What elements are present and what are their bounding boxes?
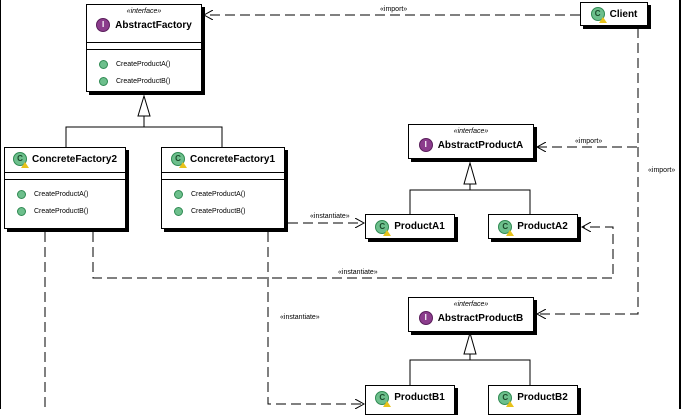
dep-cf1-b1: [267, 232, 364, 404]
class-icon: C: [170, 152, 187, 168]
class-name: ConcreteFactory2: [31, 153, 118, 165]
class-name: ConcreteFactory1: [189, 153, 276, 165]
canvas-right-border: [679, 0, 681, 409]
concrete-factory2-class[interactable]: C ConcreteFactory2 CreateProductA() Crea…: [4, 147, 126, 229]
operation-row[interactable]: CreateProductA(): [174, 186, 284, 203]
warning-icon: [383, 400, 392, 407]
inherit-a1: [409, 184, 471, 214]
interface-icon: I: [418, 138, 433, 152]
class-icon: C: [498, 390, 515, 407]
instantiate-label: «instantiate»: [280, 314, 320, 321]
operation-row[interactable]: CreateProductB(): [17, 203, 125, 220]
operation-row[interactable]: CreateProductB(): [99, 73, 201, 90]
class-name: ProductB2: [517, 392, 568, 403]
interface-icon: I: [418, 311, 433, 325]
inherit-a-triangle: [463, 161, 477, 185]
product-a2-class[interactable]: C ProductA2: [488, 214, 578, 239]
product-b2-class[interactable]: C ProductB2: [488, 385, 578, 415]
operation-row[interactable]: CreateProductA(): [17, 186, 125, 203]
public-method-icon: [174, 207, 183, 216]
abstract-product-a-class[interactable]: «interface» I AbstractProductA: [408, 124, 534, 159]
class-icon: C: [590, 7, 607, 23]
class-name: ProductA1: [394, 221, 445, 232]
warning-icon: [178, 162, 187, 168]
inherit-b1: [409, 354, 471, 385]
warning-icon: [383, 229, 392, 236]
warning-icon: [598, 17, 607, 23]
class-name: ProductB1: [394, 392, 445, 403]
import-label: «import»: [380, 6, 408, 13]
dep-cf2-a2: [92, 227, 614, 279]
public-method-icon: [17, 190, 26, 199]
operations-list: CreateProductA() CreateProductB(): [87, 50, 201, 90]
instantiate-label: «instantiate»: [310, 213, 350, 220]
warning-icon: [20, 162, 29, 168]
dep-client-productb: [537, 147, 639, 314]
interface-icon: I: [96, 18, 111, 32]
class-name: AbstractProductA: [437, 139, 524, 151]
interface-stereotype: «interface»: [126, 8, 162, 15]
operation-row[interactable]: CreateProductA(): [99, 56, 201, 73]
warning-icon: [506, 400, 515, 407]
public-method-icon: [17, 207, 26, 216]
dep-client-producta: [537, 28, 639, 147]
concrete-factory1-class[interactable]: C ConcreteFactory1 CreateProductA() Crea…: [161, 147, 285, 229]
instantiate-label: «instantiate»: [338, 269, 378, 276]
class-icon: C: [498, 219, 515, 236]
class-icon: C: [12, 152, 29, 168]
operations-list: CreateProductA() CreateProductB(): [5, 180, 125, 220]
inherit-b-triangle: [463, 331, 477, 355]
product-a1-class[interactable]: C ProductA1: [365, 214, 455, 239]
class-icon: C: [375, 219, 392, 236]
import-label: «import»: [648, 167, 676, 174]
abstract-factory-class[interactable]: «interface» I AbstractFactory CreateProd…: [86, 4, 202, 92]
class-icon: C: [375, 390, 392, 407]
public-method-icon: [99, 60, 108, 69]
interface-stereotype: «interface»: [453, 301, 489, 308]
inherit-factory-cf2: [65, 116, 145, 147]
interface-stereotype: «interface»: [453, 128, 489, 135]
warning-icon: [506, 229, 515, 236]
inherit-a2: [470, 189, 531, 214]
abstract-product-b-class[interactable]: «interface» I AbstractProductB: [408, 297, 534, 332]
canvas-left-border: [0, 0, 1, 409]
public-method-icon: [174, 190, 183, 199]
inherit-factory-cf1: [144, 126, 223, 147]
product-b1-class[interactable]: C ProductB1: [365, 385, 455, 415]
import-label: «import»: [575, 138, 603, 145]
class-name: ProductA2: [517, 221, 568, 232]
operation-row[interactable]: CreateProductB(): [174, 203, 284, 220]
public-method-icon: [99, 77, 108, 86]
class-name: Client: [609, 8, 638, 20]
class-name: AbstractFactory: [115, 19, 192, 31]
class-name: AbstractProductB: [437, 312, 524, 324]
inherit-b2: [470, 359, 531, 385]
operations-list: CreateProductA() CreateProductB(): [162, 180, 284, 220]
client-class[interactable]: C Client: [580, 2, 648, 26]
inherit-factory-triangle: [137, 94, 151, 117]
